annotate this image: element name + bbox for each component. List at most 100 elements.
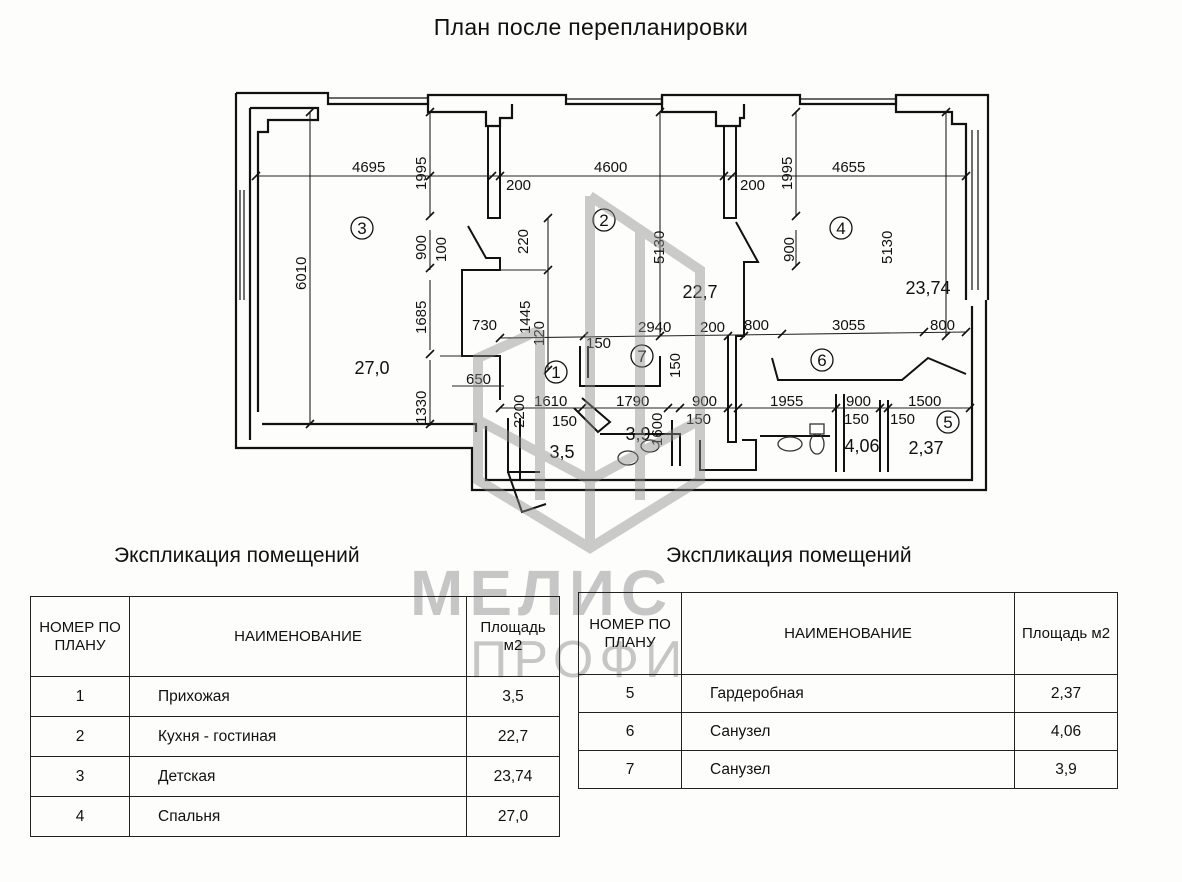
dim-1445: 1445	[517, 301, 534, 334]
dim-200-c: 200	[700, 319, 725, 336]
room-area-6: 4,06	[844, 436, 879, 456]
room-numbers: 3 2 4 1 7 6 5	[357, 211, 952, 432]
dim-1600: 1600	[649, 413, 666, 446]
row-num: 6	[578, 712, 682, 751]
dim-150-e: 150	[844, 411, 869, 428]
dim-150-d: 150	[686, 411, 711, 428]
dim-4655: 4655	[832, 159, 865, 176]
row-area: 23,74	[466, 756, 560, 797]
row-name: Спальня	[129, 796, 467, 837]
explication-left-table: НОМЕР ПО ПЛАНУ НАИМЕНОВАНИЕ Площадь м2 1…	[30, 596, 560, 837]
row-name: Прихожая	[129, 676, 467, 717]
table-row: 3 Детская 23,74	[30, 756, 560, 797]
header-area: Площадь м2	[1014, 592, 1118, 675]
row-num: 1	[30, 676, 130, 717]
dim-1995-a: 1995	[413, 157, 430, 190]
explication-right-table: НОМЕР ПО ПЛАНУ НАИМЕНОВАНИЕ Площадь м2 5…	[578, 592, 1118, 789]
room-num-7: 7	[637, 347, 646, 366]
dim-1955: 1955	[770, 393, 803, 410]
room-area-7: 3,9	[625, 424, 650, 444]
room-num-2: 2	[599, 211, 608, 230]
table-header-row: НОМЕР ПО ПЛАНУ НАИМЕНОВАНИЕ Площадь м2	[30, 596, 560, 677]
row-name: Санузел	[681, 750, 1015, 789]
row-name: Детская	[129, 756, 467, 797]
row-area: 3,9	[1014, 750, 1118, 789]
room-area-3: 27,0	[354, 358, 389, 378]
header-name: НАИМЕНОВАНИЕ	[681, 592, 1015, 675]
dimension-labels-vertical: 1995 1995 6010 900 100 220 5130 900 5130…	[293, 157, 896, 446]
room-area-1: 3,5	[549, 442, 574, 462]
dim-200-a: 200	[506, 177, 531, 194]
watermark-logo	[473, 191, 705, 554]
dim-150-f: 150	[890, 411, 915, 428]
dim-6010: 6010	[293, 257, 310, 290]
table-header-row: НОМЕР ПО ПЛАНУ НАИМЕНОВАНИЕ Площадь м2	[578, 592, 1118, 675]
table-row: 7 Санузел 3,9	[578, 750, 1118, 789]
row-num: 7	[578, 750, 682, 789]
dim-900-c: 900	[692, 393, 717, 410]
plan-title: План после перепланировки	[433, 14, 749, 40]
row-num: 2	[30, 716, 130, 757]
dim-1500: 1500	[908, 393, 941, 410]
room-area-5: 2,37	[908, 438, 943, 458]
row-area: 4,06	[1014, 712, 1118, 751]
room-num-3: 3	[357, 219, 366, 238]
table-row: 5 Гардеробная 2,37	[578, 674, 1118, 713]
room-num-5: 5	[943, 413, 952, 432]
dim-220: 220	[515, 229, 532, 254]
room-num-1: 1	[551, 363, 560, 382]
dim-800-b: 800	[930, 317, 955, 334]
row-area: 3,5	[466, 676, 560, 717]
room-areas: 27,0 22,7 23,74 3,5 3,9 4,06 2,37	[354, 278, 950, 462]
dim-1330: 1330	[413, 391, 430, 424]
dim-1685: 1685	[413, 301, 430, 334]
header-name: НАИМЕНОВАНИЕ	[129, 596, 467, 677]
room-area-4: 23,74	[905, 278, 950, 298]
table-row: 4 Спальня 27,0	[30, 796, 560, 837]
dim-1790: 1790	[616, 393, 649, 410]
explication-left-title: Экспликация помещений	[114, 544, 360, 567]
row-num: 4	[30, 796, 130, 837]
sanitary-fixtures	[617, 423, 825, 466]
dim-2940: 2940	[638, 319, 671, 336]
exterior-walls	[234, 91, 990, 492]
dim-900-a: 900	[413, 235, 430, 260]
dim-900-d: 900	[846, 393, 871, 410]
row-num: 5	[578, 674, 682, 713]
header-num: НОМЕР ПО ПЛАНУ	[30, 596, 130, 677]
table-row: 6 Санузел 4,06	[578, 712, 1118, 751]
dim-100: 100	[433, 237, 450, 262]
table-row: 1 Прихожая 3,5	[30, 676, 560, 717]
dim-200-b: 200	[740, 177, 765, 194]
row-area: 27,0	[466, 796, 560, 837]
explication-right-title: Экспликация помещений	[666, 544, 912, 567]
dim-150-c: 150	[552, 413, 577, 430]
dim-1610: 1610	[534, 393, 567, 410]
row-name: Гардеробная	[681, 674, 1015, 713]
dim-150-b: 150	[667, 353, 684, 378]
dim-5130-b: 5130	[879, 231, 896, 264]
room-area-2: 22,7	[682, 282, 717, 302]
dim-3055: 3055	[832, 317, 865, 334]
dim-730: 730	[472, 317, 497, 334]
header-num: НОМЕР ПО ПЛАНУ	[578, 592, 682, 675]
dimension-labels-horizontal: 4695 200 4600 200 4655 730 2940 200 800 …	[352, 159, 955, 430]
room-num-6: 6	[817, 351, 826, 370]
dimension-ticks	[251, 107, 975, 429]
dim-4600: 4600	[594, 159, 627, 176]
row-num: 3	[30, 756, 130, 797]
row-name: Кухня - гостиная	[129, 716, 467, 757]
dim-1995-b: 1995	[779, 157, 796, 190]
dim-150-a: 150	[586, 335, 611, 352]
row-area: 2,37	[1014, 674, 1118, 713]
row-area: 22,7	[466, 716, 560, 757]
dim-800-a: 800	[744, 317, 769, 334]
row-name: Санузел	[681, 712, 1015, 751]
table-row: 2 Кухня - гостиная 22,7	[30, 716, 560, 757]
dim-650: 650	[466, 371, 491, 388]
room-num-4: 4	[836, 219, 845, 238]
dimension-lines	[256, 112, 970, 426]
dim-2200: 2200	[511, 395, 528, 428]
room-markers	[350, 208, 960, 434]
